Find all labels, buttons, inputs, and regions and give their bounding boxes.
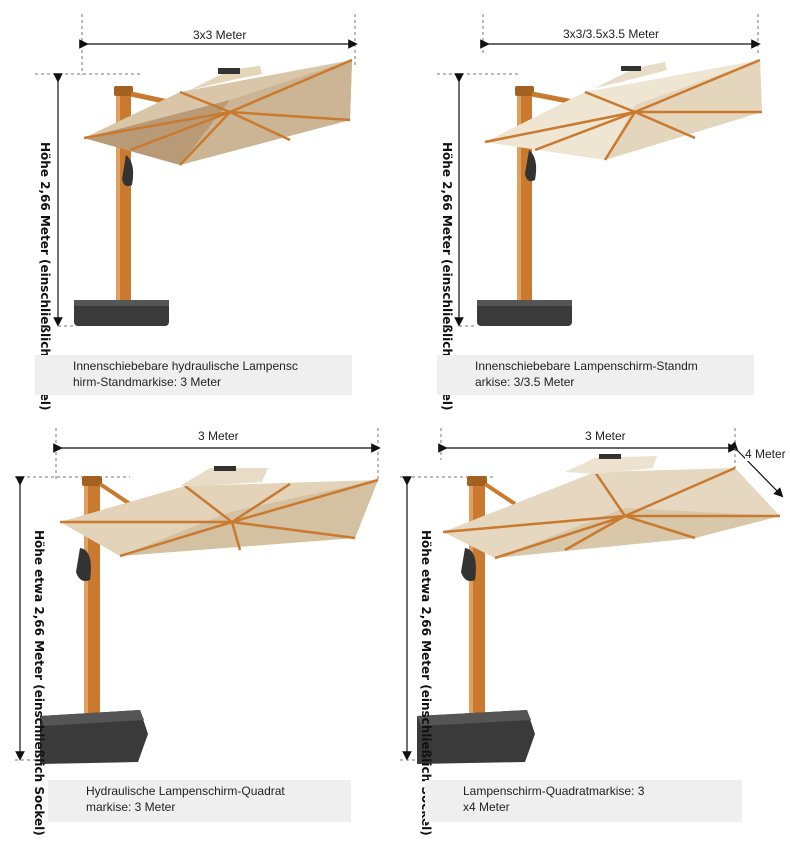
width-label: 3x3/3.5x3.5 Meter bbox=[563, 27, 660, 41]
umbrella-illustration-4 bbox=[400, 428, 784, 764]
product-caption: Hydraulische Lampenschirm-Quadrat markis… bbox=[48, 780, 351, 822]
crank-handle bbox=[76, 548, 91, 581]
caption-line-2: x4 Meter bbox=[463, 800, 510, 814]
caption-line-1: Innenschiebebare hydraulische Lampensc bbox=[73, 359, 298, 373]
depth-arrow bbox=[728, 441, 784, 498]
crank-handle bbox=[525, 150, 537, 182]
product-panel-3: 3 Meter Höhe etwa 2,66 Meter (einschließ… bbox=[0, 420, 395, 854]
caption-line-2: hirm-Standmarkise: 3 Meter bbox=[73, 375, 222, 389]
product-caption: Innenschiebebare hydraulische Lampensc h… bbox=[35, 355, 352, 395]
weighted-base bbox=[74, 300, 169, 326]
umbrella-illustration-3 bbox=[15, 428, 381, 764]
caption-line-2: arkise: 3/3.5 Meter bbox=[475, 375, 575, 389]
caption-line-2: markise: 3 Meter bbox=[86, 800, 176, 814]
width-label: 3x3 Meter bbox=[193, 28, 247, 42]
height-label: Höhe etwa 2,66 Meter (einschließlich Soc… bbox=[32, 530, 46, 836]
width-label: 3 Meter bbox=[198, 429, 239, 443]
crank-handle bbox=[461, 548, 476, 581]
umbrella-illustration-2 bbox=[437, 14, 762, 327]
product-caption: Lampenschirm-Quadratmarkise: 3 x4 Meter bbox=[425, 780, 742, 822]
product-panel-2: 3x3/3.5x3.5 Meter Höhe 2,66 Meter (einsc… bbox=[395, 0, 790, 411]
umbrella-illustration-1 bbox=[35, 14, 358, 327]
caption-line-1: Innenschiebebare Lampenschirm-Standm bbox=[475, 359, 698, 373]
caption-line-1: Hydraulische Lampenschirm-Quadrat bbox=[86, 784, 285, 798]
caption-line-1: Lampenschirm-Quadratmarkise: 3 bbox=[463, 784, 645, 798]
product-panel-4: 3 Meter 4 Meter Höhe etwa 2,66 Meter (ei… bbox=[395, 420, 790, 854]
product-panel-1: 3x3 Meter Höhe 2,66 Meter (einschließlic… bbox=[0, 0, 395, 411]
product-caption: Innenschiebebare Lampenschirm-Standm ark… bbox=[437, 355, 754, 395]
weighted-base bbox=[477, 300, 572, 326]
crank-handle bbox=[122, 155, 134, 187]
width-label: 3 Meter bbox=[585, 429, 626, 443]
depth-label: 4 Meter bbox=[745, 447, 786, 461]
